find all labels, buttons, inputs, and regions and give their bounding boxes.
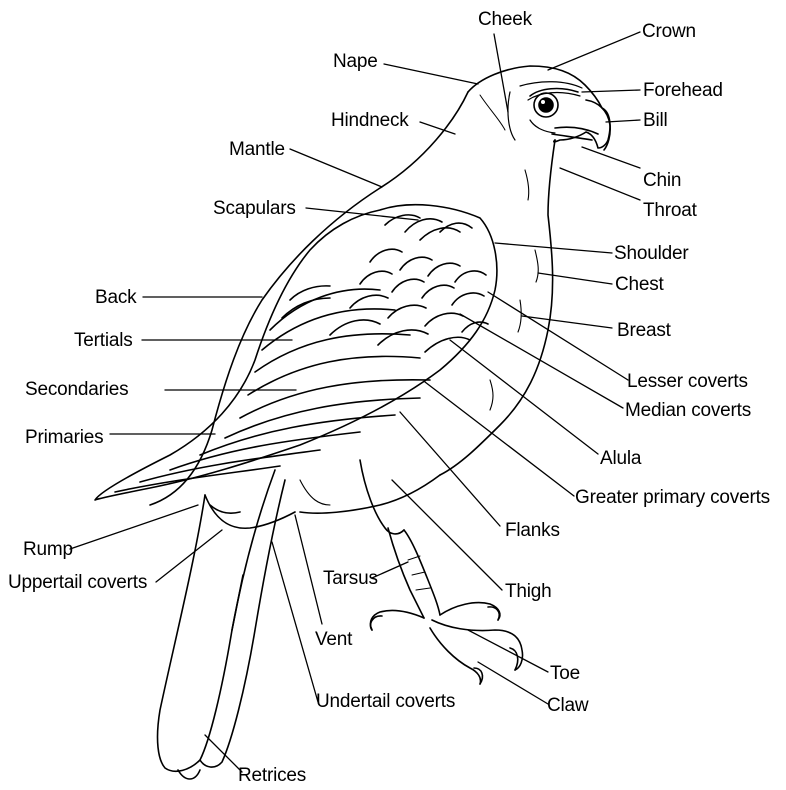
label-secondaries: Secondaries — [25, 380, 128, 399]
label-mantle: Mantle — [229, 140, 285, 159]
label-scapulars: Scapulars — [213, 199, 296, 218]
label-claw: Claw — [547, 696, 588, 715]
label-primaries: Primaries — [25, 428, 103, 447]
label-bill: Bill — [643, 111, 668, 130]
label-back: Back — [95, 288, 136, 307]
head-drawing — [468, 66, 610, 150]
label-chin: Chin — [643, 171, 681, 190]
label-crown: Crown — [642, 22, 696, 41]
label-chest: Chest — [615, 275, 664, 294]
label-cheek: Cheek — [478, 10, 532, 29]
label-tarsus: Tarsus — [323, 569, 378, 588]
label-throat: Throat — [643, 201, 697, 220]
label-nape: Nape — [333, 52, 378, 71]
label-lesser-coverts: Lesser coverts — [627, 372, 748, 391]
wing-drawing — [95, 205, 497, 500]
label-alula: Alula — [600, 449, 641, 468]
label-vent: Vent — [315, 630, 352, 649]
tail-drawing — [158, 470, 285, 779]
label-undertail-coverts: Undertail coverts — [316, 692, 455, 711]
label-hindneck: Hindneck — [331, 111, 409, 130]
label-forehead: Forehead — [643, 81, 723, 100]
label-median-coverts: Median coverts — [625, 401, 751, 420]
label-greater-primary-coverts: Greater primary coverts — [575, 488, 770, 507]
label-rump: Rump — [23, 540, 73, 559]
label-shoulder: Shoulder — [614, 244, 688, 263]
label-uppertail-coverts: Uppertail coverts — [8, 573, 147, 592]
label-breast: Breast — [617, 321, 671, 340]
label-toe: Toe — [550, 664, 580, 683]
label-retrices: Retrices — [238, 766, 306, 785]
label-tertials: Tertials — [74, 331, 133, 350]
label-flanks: Flanks — [505, 521, 560, 540]
label-thigh: Thigh — [505, 582, 552, 601]
